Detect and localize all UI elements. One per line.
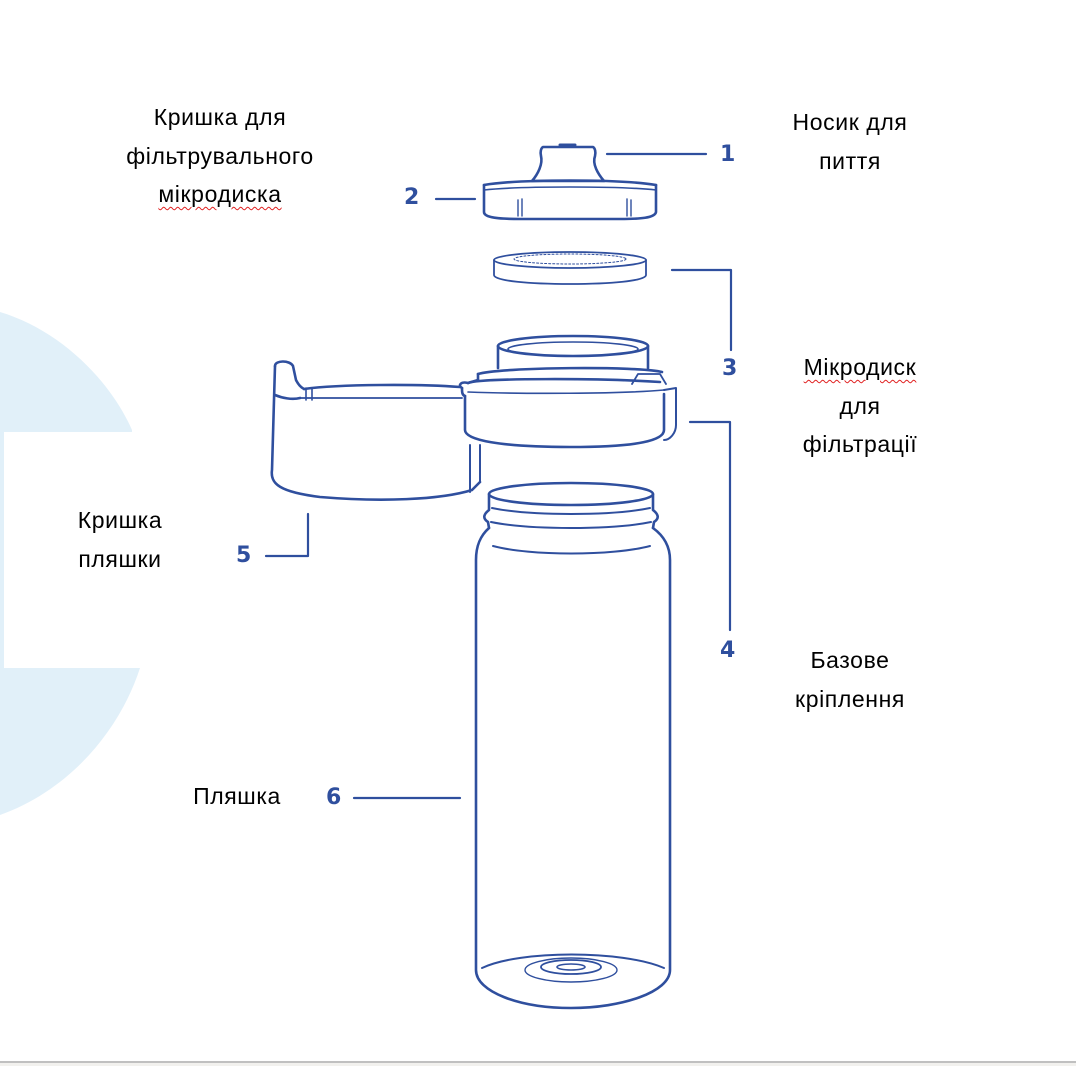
drinking-spout-part xyxy=(530,143,606,183)
filter-microdisc-part xyxy=(493,251,647,285)
bottom-divider xyxy=(0,1061,1076,1063)
leader-line-4 xyxy=(688,420,732,632)
label-base-mount-line-1: Базове xyxy=(810,647,890,673)
callout-number-3: 3 xyxy=(722,356,738,381)
label-drinking-spout-line-1: Носик для xyxy=(792,109,908,135)
leader-line-5 xyxy=(264,512,310,558)
bottle-cap-part xyxy=(270,360,482,501)
label-bottle: Пляшка xyxy=(177,777,297,816)
callout-number-2: 2 xyxy=(404,185,420,210)
label-filter-cap-line-1: Кришка для xyxy=(153,104,287,130)
label-bottle-cap-line-2: пляшки xyxy=(78,545,162,572)
label-bottle-line-1: Пляшка xyxy=(193,783,281,809)
filter-cap-part xyxy=(482,179,658,221)
label-bottle-cap-line-1: Кришка xyxy=(77,507,163,533)
label-filter-microdisc-line-2: для xyxy=(839,392,881,419)
leader-lines xyxy=(264,152,733,800)
label-filter-cap-line-3: мікродиска xyxy=(158,181,282,207)
bottom-strip xyxy=(0,1063,1076,1066)
label-base-mount: Базове кріплення xyxy=(770,641,930,718)
label-filter-cap-line-2: фільтрувального xyxy=(126,142,314,169)
callout-number-6: 6 xyxy=(326,785,342,810)
base-mount-part xyxy=(458,334,677,449)
bottle-body-part xyxy=(474,481,672,1010)
label-bottle-cap: Кришка пляшки xyxy=(60,501,180,578)
callout-number-4: 4 xyxy=(720,638,736,663)
leader-line-3 xyxy=(670,268,733,352)
label-filter-microdisc-line-1: Мікродиск xyxy=(803,354,917,380)
label-filter-cap: Кришка для фільтрувального мікродиска xyxy=(110,98,330,214)
callout-number-1: 1 xyxy=(720,142,736,167)
label-filter-microdisc-line-3: фільтрації xyxy=(802,431,918,457)
label-base-mount-line-2: кріплення xyxy=(795,685,905,712)
label-drinking-spout: Носик для пиття xyxy=(770,103,930,180)
label-filter-microdisc: Мікродиск для фільтрації xyxy=(780,348,940,464)
callout-number-5: 5 xyxy=(236,543,252,568)
label-drinking-spout-line-2: пиття xyxy=(819,147,881,174)
